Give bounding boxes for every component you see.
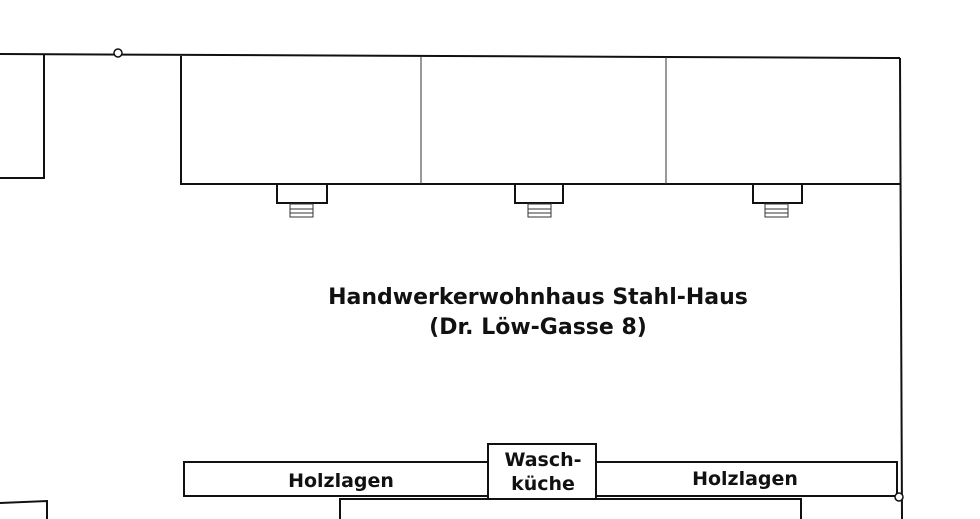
entrance-stairs-1	[276, 184, 328, 218]
gate-post-icon	[894, 492, 904, 502]
room-label-storage-right: Holzlagen	[692, 468, 798, 490]
building-address: (Dr. Löw-Gasse 8)	[429, 315, 647, 340]
entrance-stairs-2	[514, 184, 564, 218]
room-label-laundry-2: küche	[511, 473, 575, 495]
lower-building	[339, 498, 802, 519]
entrance-stairs-3	[752, 184, 803, 218]
top-wall	[0, 53, 901, 59]
building-title: Handwerkerwohnhaus Stahl-Haus	[328, 285, 748, 310]
room-label-storage-left: Holzlagen	[288, 470, 394, 492]
room-label-laundry-1: Wasch-	[504, 449, 581, 471]
row-building	[180, 56, 900, 185]
left-building	[0, 54, 45, 179]
right-wall	[899, 57, 903, 519]
lower-left-building	[0, 499, 48, 519]
gate-post-icon	[113, 48, 123, 58]
